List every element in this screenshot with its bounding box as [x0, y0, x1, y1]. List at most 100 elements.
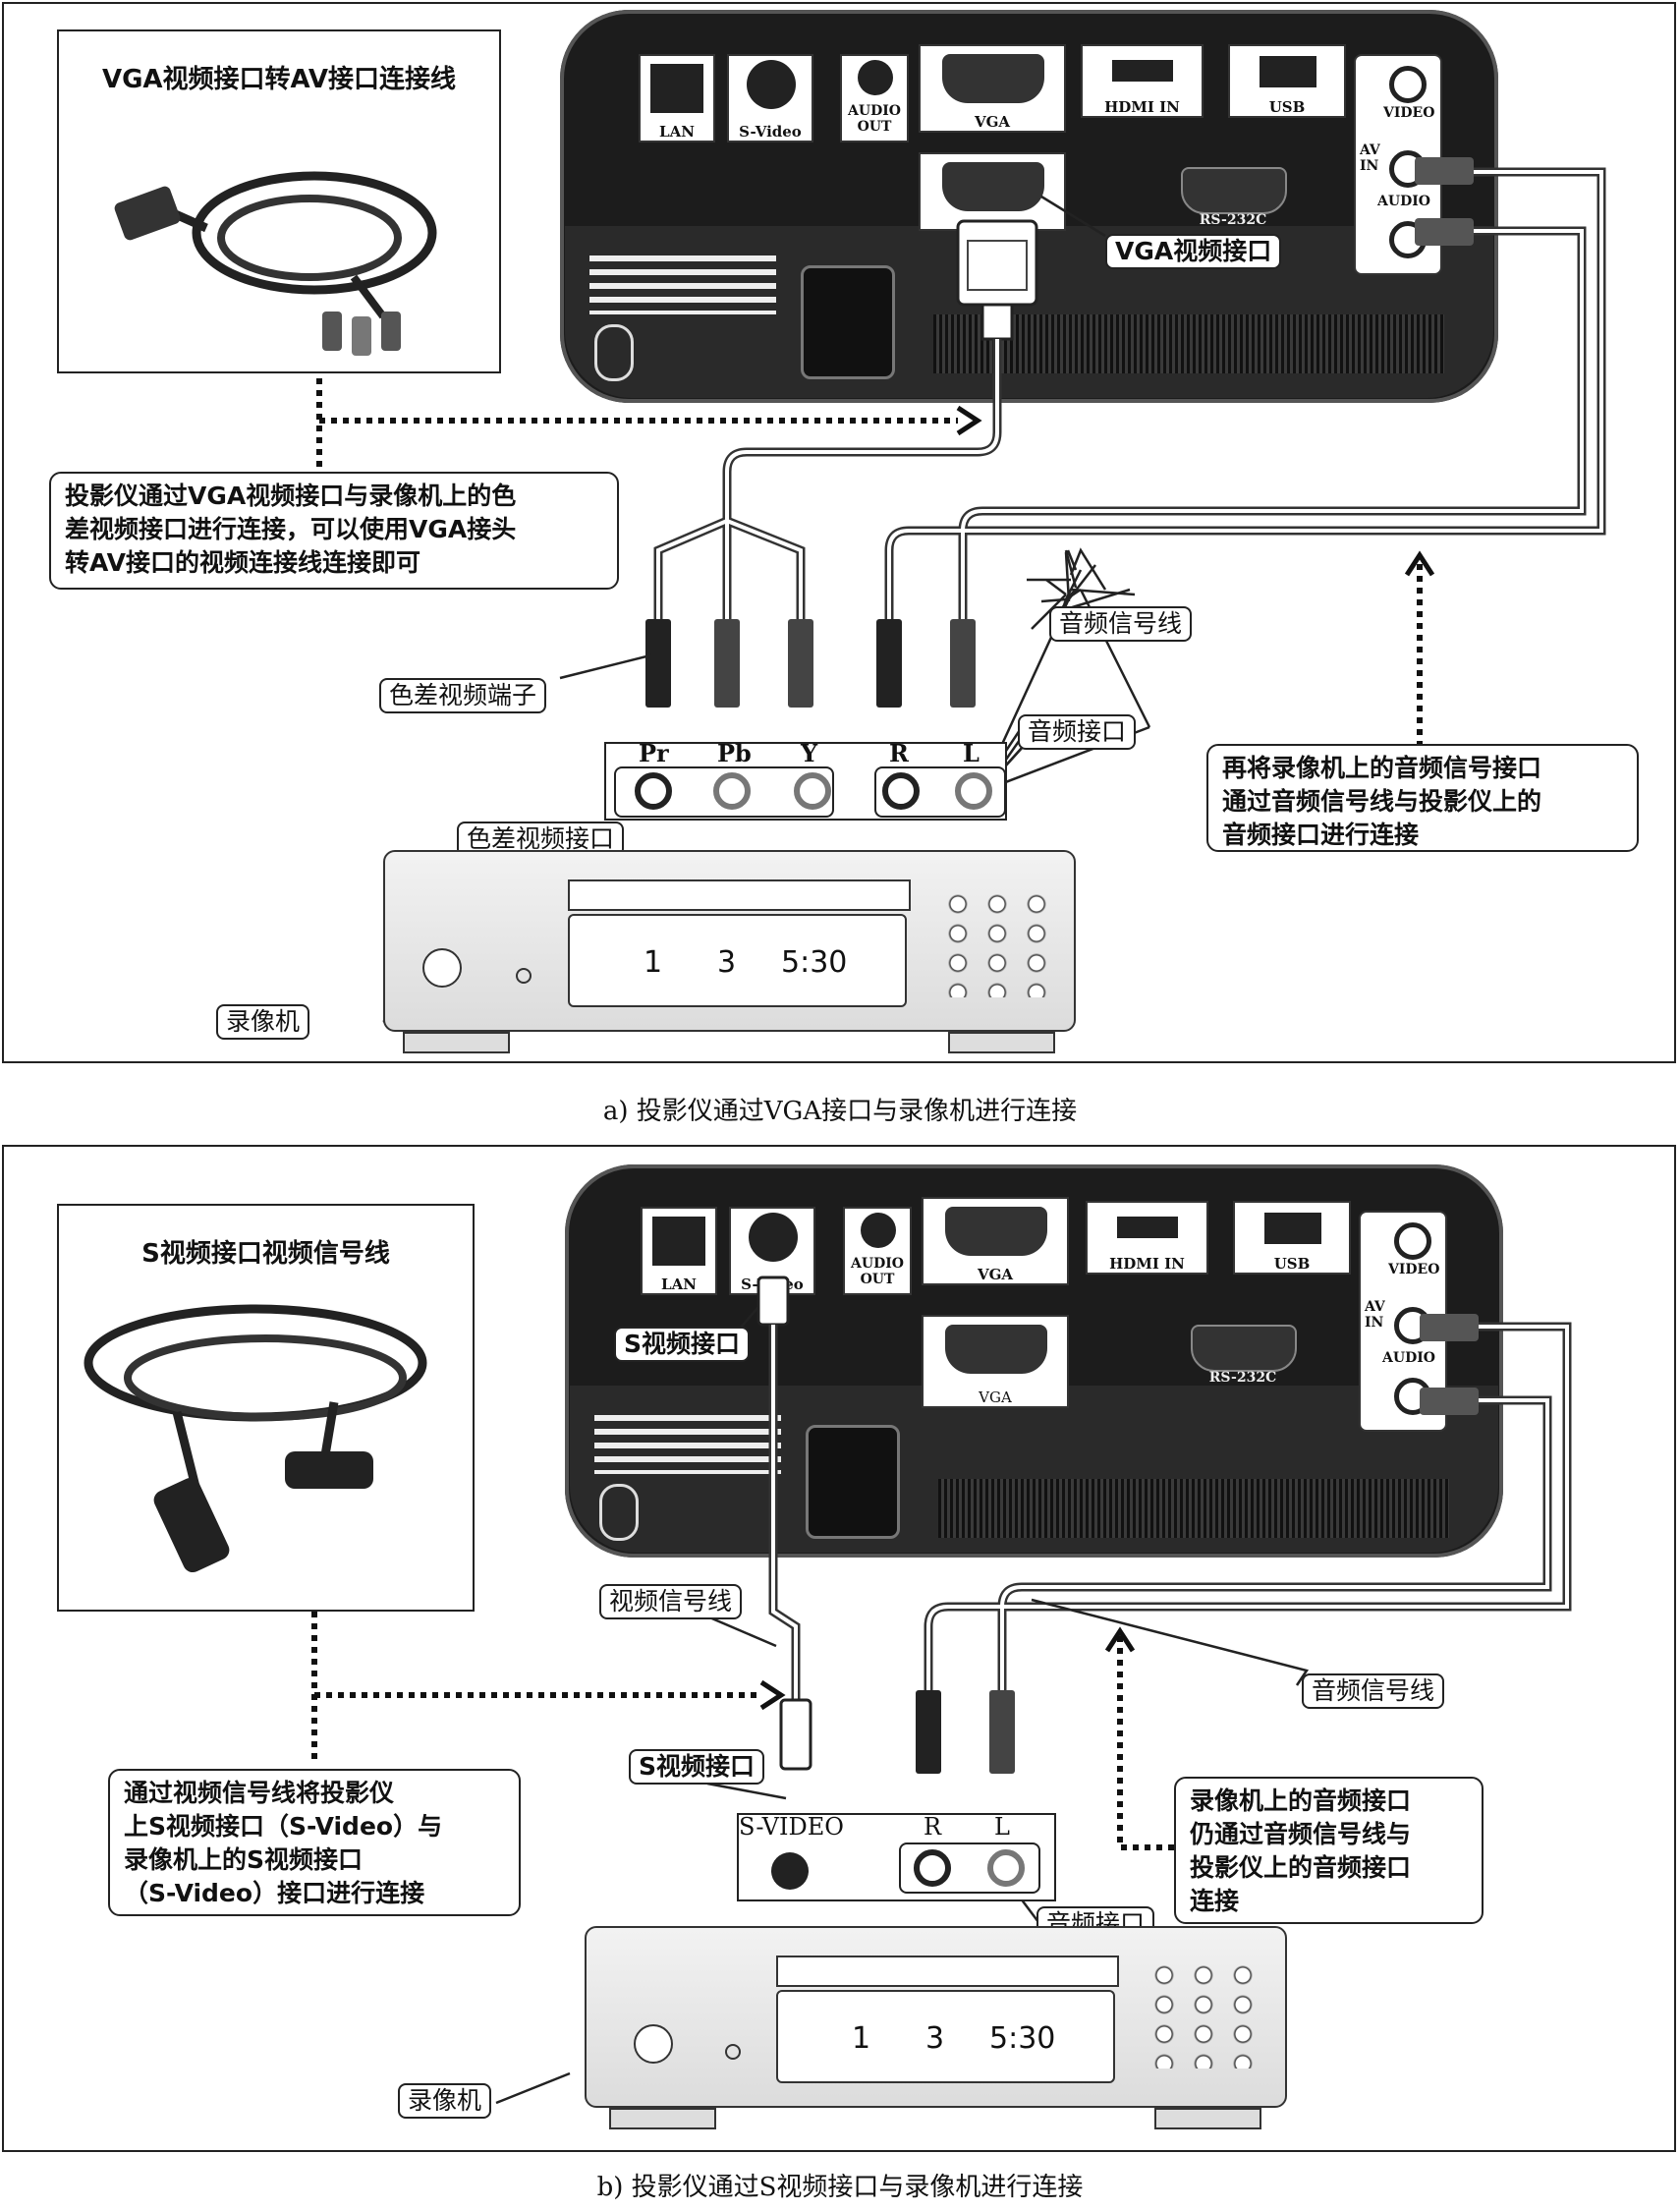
vga-socket-icon: [942, 162, 1044, 211]
l-jack-icon-b: [987, 1849, 1025, 1887]
vga-label: VGA: [974, 113, 1011, 131]
jack-label-y: Y: [801, 739, 818, 767]
vga-socket-icon: [942, 54, 1044, 103]
jack-label-l-b: L: [994, 1813, 1010, 1841]
info-bubble-a-line-3: 转AV接口的视频连接线连接即可: [65, 548, 421, 577]
vcr-foot-right-b: [1154, 2108, 1261, 2129]
lan-port-b: LAN: [641, 1207, 717, 1295]
video-label: VIDEO: [1383, 105, 1435, 121]
info-bubble-b-line-3: 录像机上的S视频接口: [124, 1845, 364, 1874]
vcr-led-b: [725, 2044, 741, 2060]
video-jack-icon: [1394, 1222, 1431, 1260]
usb-label: USB: [1273, 1255, 1311, 1273]
lan-label: LAN: [659, 123, 695, 141]
audio-out-label-1: AUDIO: [851, 1256, 904, 1272]
audio-info-bubble-b-line-4: 连接: [1190, 1887, 1240, 1915]
audio-info-bubble-b-line-2: 仍通过音频信号线与: [1190, 1820, 1412, 1848]
info-bubble-b: 通过视频信号线将投影仪 上S视频接口（S-Video）与 录像机上的S视频接口 …: [108, 1769, 521, 1916]
vcr-tag-a: 录像机: [216, 1004, 310, 1040]
rs232-port-a: RS-232C: [1159, 167, 1307, 228]
label-stripes-a: [589, 255, 776, 314]
audio-line-tag-b: 音频信号线: [1302, 1673, 1445, 1709]
audio-line-tag-a: 音频信号线: [1049, 606, 1193, 642]
video-line-tag-b: 视频信号线: [599, 1584, 743, 1619]
usb-socket-icon: [1264, 1213, 1321, 1244]
info-bubble-a: 投影仪通过VGA视频接口与录像机上的色 差视频接口进行连接，可以使用VGA接头 …: [49, 472, 619, 590]
cable-photo-a: VGA视频接口转AV接口连接线: [57, 29, 501, 373]
hdmi-socket-icon: [1117, 1217, 1178, 1238]
audio-jack-tag-a: 音频接口: [1018, 714, 1137, 750]
video-jack-icon: [1389, 66, 1427, 103]
audio-jack-group-a: [874, 766, 1006, 818]
av-label: AV: [1365, 1299, 1385, 1315]
av-label: AV: [1360, 142, 1380, 158]
info-bubble-b-line-4: （S-Video）接口进行连接: [124, 1879, 425, 1907]
vga-label: VGA: [977, 1266, 1014, 1283]
hdmi-label: HDMI IN: [1104, 98, 1180, 116]
rs232-socket-icon: [1191, 1325, 1297, 1372]
vga-socket-icon: [945, 1207, 1047, 1256]
caption-a: a) 投影仪通过VGA接口与录像机进行连接: [602, 1097, 1078, 1126]
vga-port-2-b: VGA: [922, 1315, 1069, 1408]
audio-info-bubble-a-line-2: 通过音频信号线与投影仪上的: [1222, 787, 1542, 816]
pb-jack-icon: [713, 772, 751, 810]
vcr-foot-left-b: [609, 2108, 716, 2129]
audio-out-label-2: OUT: [860, 1272, 895, 1287]
r-jack-icon: [882, 772, 920, 810]
audio-info-bubble-a-line-3: 音频接口进行连接: [1222, 821, 1420, 849]
jack-label-pr: Pr: [639, 739, 669, 767]
vga-to-av-cable-image: [114, 171, 437, 356]
vcr-display-b: 1 3 5:30: [776, 1990, 1115, 2083]
kensington-lock-b: [599, 1484, 639, 1541]
kensington-lock-a: [594, 324, 634, 381]
vga-port-tag-a: VGA视频接口: [1105, 234, 1282, 269]
svideo-socket-icon: [747, 60, 796, 109]
vcr-foot-right-a: [948, 1032, 1055, 1053]
audio-jack-group-b: [899, 1842, 1040, 1894]
vga-socket-icon: [945, 1325, 1047, 1374]
vcr-power-button-b: [634, 2024, 673, 2064]
lan-port-a: LAN: [639, 54, 715, 142]
r-jack-icon-b: [914, 1849, 951, 1887]
power-socket-a: [801, 265, 895, 379]
svideo-port-tag-b: S视频接口: [614, 1327, 751, 1362]
vcr-tag-b: 录像机: [398, 2083, 492, 2119]
audio-out-socket-icon: [858, 60, 893, 95]
component-plug-tag-a: 色差视频端子: [379, 678, 547, 713]
info-bubble-b-line-2: 上S视频接口（S-Video）与: [124, 1812, 443, 1841]
usb-socket-icon: [1260, 56, 1316, 87]
svideo-socket-icon: [749, 1213, 798, 1262]
vga-port-a: VGA: [919, 44, 1066, 133]
vent-grille-a: [933, 314, 1444, 373]
vcr-foot-left-a: [403, 1032, 510, 1053]
cable-photo-title-b: S视频接口视频信号线: [141, 1239, 390, 1269]
svideo-port-b: S-Video: [729, 1207, 815, 1295]
svideo-plug-tag-b: S视频接口: [629, 1749, 765, 1785]
caption-b: b) 投影仪通过S视频接口与录像机进行连接: [596, 2173, 1084, 2202]
l-jack-icon: [955, 772, 992, 810]
vga-label: VGA: [979, 1389, 1012, 1406]
info-bubble-a-line-1: 投影仪通过VGA视频接口与录像机上的色: [65, 482, 517, 510]
info-bubble-a-line-2: 差视频接口进行连接，可以使用VGA接头: [65, 515, 517, 543]
cable-photo-title-a: VGA视频接口转AV接口连接线: [101, 65, 457, 94]
vcr-display-value-3: 5:30: [781, 945, 848, 980]
rs232-label: RS-232C: [1199, 212, 1267, 228]
vcr-display-value-1: 1: [852, 2021, 871, 2056]
jack-label-r: R: [889, 739, 909, 767]
jack-label-svideo: S-VIDEO: [739, 1813, 844, 1841]
audio-label: AUDIO: [1382, 1350, 1435, 1366]
usb-port-a: USB: [1228, 44, 1346, 118]
audio-out-socket-icon: [861, 1213, 896, 1248]
lan-socket-icon: [650, 64, 703, 113]
component-jack-group-a: [614, 766, 834, 818]
vcr-buttons-b: [1145, 1960, 1262, 2069]
audio-info-bubble-b: 录像机上的音频接口 仍通过音频信号线与 投影仪上的音频接口 连接: [1174, 1777, 1484, 1924]
svideo-label: S-Video: [739, 123, 802, 141]
usb-label: USB: [1268, 98, 1306, 116]
hdmi-label: HDMI IN: [1109, 1255, 1185, 1273]
vcr-buttons-a: [938, 889, 1056, 997]
rs232-port-b: RS-232C: [1169, 1325, 1316, 1386]
vent-grille-b: [938, 1479, 1449, 1538]
usb-port-b: USB: [1233, 1201, 1351, 1275]
audio-out-port-a: AUDIO OUT: [840, 54, 909, 142]
